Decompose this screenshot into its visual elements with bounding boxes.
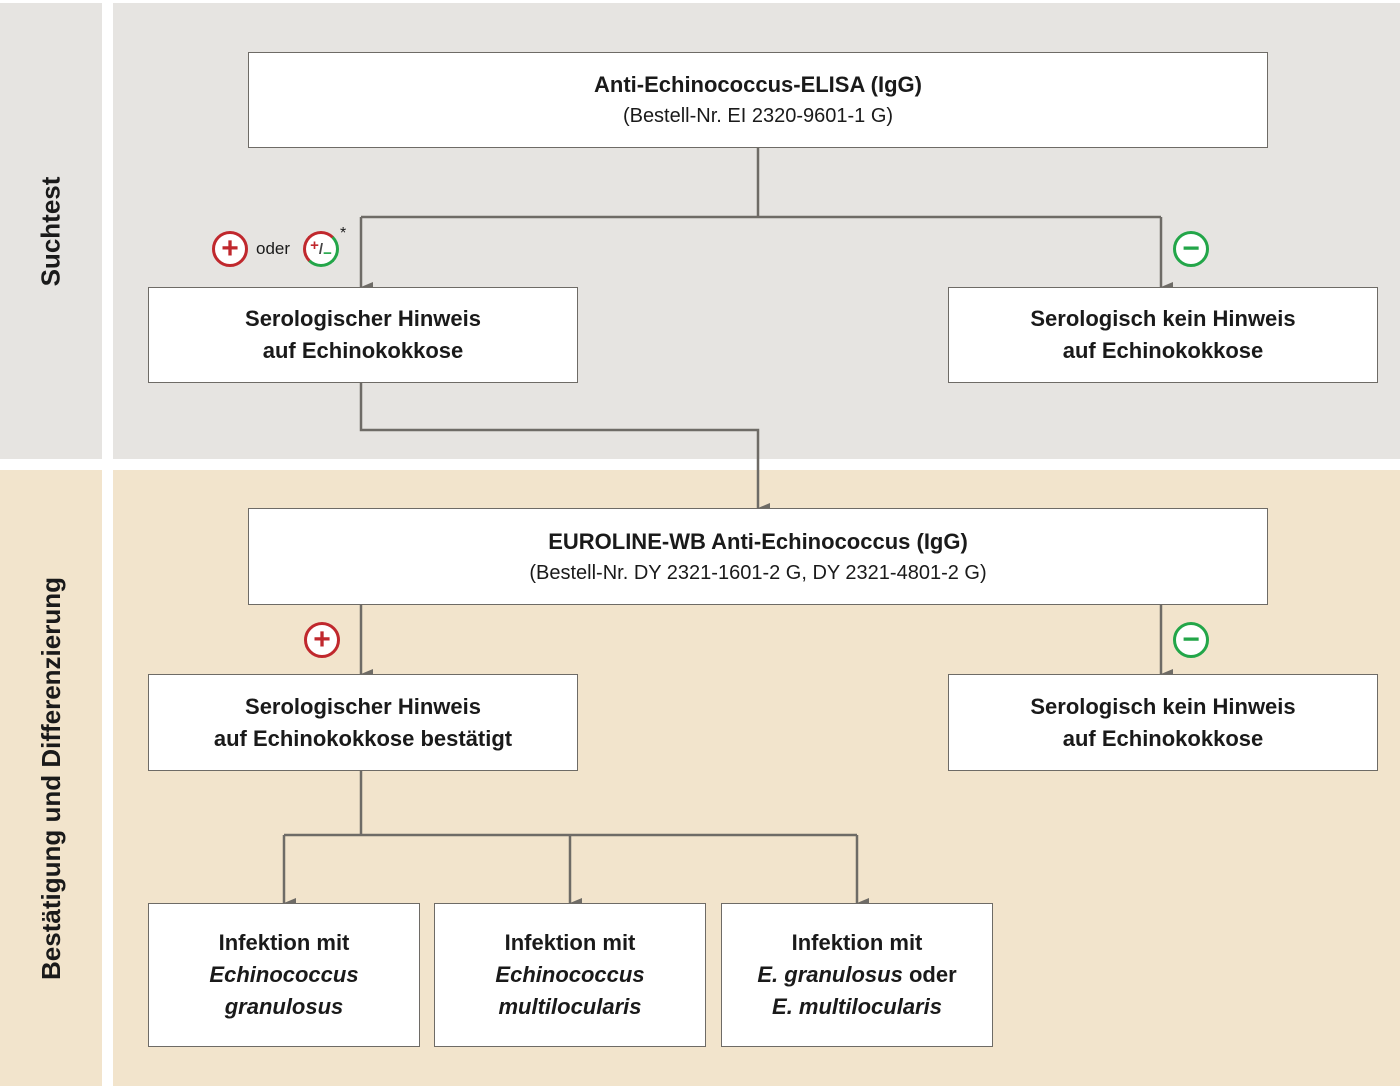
elisa-title: Anti-Echinococcus-ELISA (IgG) — [594, 72, 922, 97]
infection-either-box: Infektion mit E. granulosus oder E. mult… — [721, 903, 993, 1047]
elisa-test-box: Anti-Echinococcus-ELISA (IgG) (Bestell-N… — [248, 52, 1268, 148]
infection-either-species-a: E. granulosus — [757, 962, 903, 987]
infection-either-line1: Infektion mit — [791, 930, 923, 955]
infection-granulosus-line3: granulosus — [224, 994, 344, 1019]
oder-label: oder — [256, 239, 291, 258]
confirm-positive-box: Serologischer Hinweis auf Echinokokkose … — [148, 674, 578, 771]
confirm-negative-line2: auf Echinokokkose — [1062, 725, 1264, 751]
screen-positive-box: Serologischer Hinweis auf Echinokokkose — [148, 287, 578, 383]
infection-granulosus-box: Infektion mit Echinococcus granulosus — [148, 903, 420, 1047]
elisa-order-number: (Bestell-Nr. EI 2320-9601-1 G) — [622, 105, 894, 127]
infection-multilocularis-line3: multilocularis — [498, 994, 642, 1019]
infection-granulosus-line2: Echinococcus — [209, 962, 359, 987]
confirm-positive-line2: auf Echinokokkose bestätigt — [213, 725, 513, 751]
borderline-result-icon: +/− — [303, 231, 339, 267]
infection-multilocularis-line2: Echinococcus — [495, 962, 645, 987]
screen-positive-line2: auf Echinokokkose — [262, 338, 464, 363]
screen-positive-line1: Serologischer Hinweis — [245, 306, 481, 331]
confirm-negative-line1: Serologisch kein Hinweis — [1030, 693, 1296, 719]
negative-result-icon: − — [1173, 622, 1209, 658]
screening-side-band — [0, 3, 102, 459]
euroline-title: EUROLINE-WB Anti-Echinococcus (IgG) — [548, 528, 968, 554]
asterisk-footnote-marker: * — [340, 225, 347, 242]
infection-multilocularis-box: Infektion mit Echinococcus multiloculari… — [434, 903, 706, 1047]
confirm-positive-line1: Serologischer Hinweis — [245, 693, 481, 719]
arrow-to-euroline — [359, 382, 770, 513]
infection-granulosus-line1: Infektion mit — [218, 930, 350, 955]
screen-negative-box: Serologisch kein Hinweis auf Echinokokko… — [948, 287, 1378, 383]
euroline-test-box: EUROLINE-WB Anti-Echinococcus (IgG) (Bes… — [248, 508, 1268, 605]
negative-result-icon: − — [1173, 231, 1209, 267]
infection-either-oder: oder — [902, 962, 957, 987]
confirmation-side-band — [0, 470, 102, 1086]
positive-result-icon: + — [212, 231, 248, 267]
positive-result-icon: + — [304, 622, 340, 658]
euroline-order-number: (Bestell-Nr. DY 2321-1601-2 G, DY 2321-4… — [529, 561, 987, 584]
infection-either-line3: E. multilocularis — [772, 994, 942, 1019]
screen-negative-line1: Serologisch kein Hinweis — [1030, 306, 1296, 331]
infection-multilocularis-line1: Infektion mit — [504, 930, 636, 955]
screen-negative-line2: auf Echinokokkose — [1062, 338, 1264, 363]
confirm-negative-box: Serologisch kein Hinweis auf Echinokokko… — [948, 674, 1378, 771]
